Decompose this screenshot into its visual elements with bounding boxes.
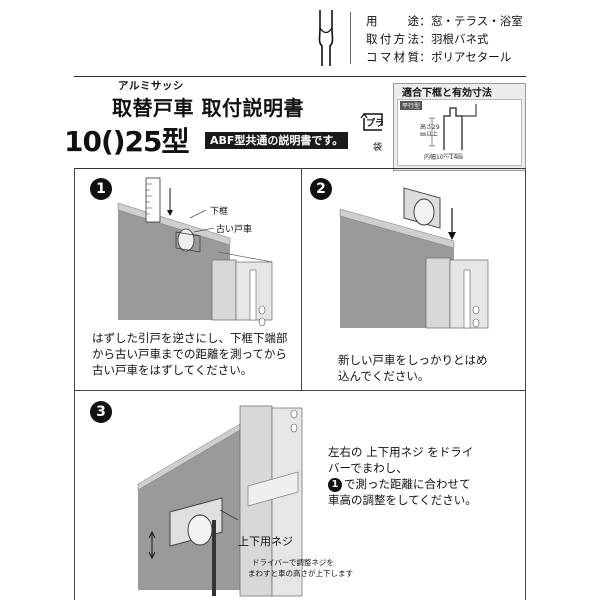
panels-vertical-divider [301,168,302,390]
step-1-illustration [117,177,273,327]
recycle-pla-icon [360,112,383,131]
step-2-illustration [339,187,489,329]
panels-top-rule [74,168,526,169]
rail-spec-divider [350,12,351,64]
step-2-number: 2 [310,178,332,200]
rail-section-icon [318,10,334,66]
recycle-label: 袋 [373,143,383,153]
spec-label: 取付方法 [366,32,419,46]
step-1-reference-icon: 1 [328,478,342,492]
fit-profile-drawing [429,104,477,155]
fit-spec-diagram [397,99,522,166]
step-3-text-a: 左右の 上下用ネジ をドライバーでまわし、 [328,445,474,475]
step-1-number: 1 [90,178,112,200]
recycle-mark-text: プラ [366,119,385,129]
fit-spec-heading: 適合下框と有効寸法 [402,88,492,99]
product-category: アルミサッシ [118,80,184,92]
spec-value: 窓・テラス・浴室 [431,14,523,28]
instruction-panels [74,168,526,600]
spec-label: コマ材質 [366,50,419,64]
spec-row-use: 用途 ： 窓・テラス・浴室 [366,12,523,30]
step-3-note-line1: ドライバーで調整ネジを [252,558,334,567]
spec-separator: ： [419,50,431,64]
spec-separator: ： [419,32,431,46]
fit-height-label: 高さ29㎜以上 [420,124,440,138]
header-rule [74,76,526,77]
step-3-number: 3 [90,401,112,423]
abf-note-badge: ABF型共通の説明書です。 [205,132,349,149]
fit-width-label: 内幅10～14㎜ [424,154,464,161]
step-2-text: 新しい戸車をしっかりとはめ込んでください。 [338,353,488,383]
step-3-illustration [137,405,303,597]
panels-horizontal-divider [74,390,526,391]
spec-table: 用途 ： 窓・テラス・浴室 取付方法 ： 羽根バネ式 コマ材質 ： ポリアセター… [366,12,523,66]
spec-separator: ： [419,14,431,28]
page-title: 取替戸車 取付説明書 [112,96,304,120]
spec-value: 羽根バネ式 [431,32,489,46]
step-3-note-line2: まわすと車の高さが上下します [248,569,353,578]
spec-label: 用途 [366,14,419,28]
fit-spec-tag: 平行型 [400,101,423,110]
step-3-text-b: で測った距離に合わせて車高の調整をしてください。 [328,477,477,507]
label-lower-frame: 下框 [210,207,229,217]
spec-value: ポリアセタール [431,50,512,64]
label-old-roller: 古い戸車 [216,225,253,235]
spec-row-method: 取付方法 ： 羽根バネ式 [366,30,523,48]
step-1-text: はずした引戸を逆さにし、下框下端部から古い戸車までの距離を測ってから古い戸車をは… [92,331,288,377]
model-number: 10()25型 [64,125,190,158]
spec-row-material: コマ材質 ： ポリアセタール [366,48,523,66]
label-adjust-screw: 上下用ネジ [238,535,293,548]
